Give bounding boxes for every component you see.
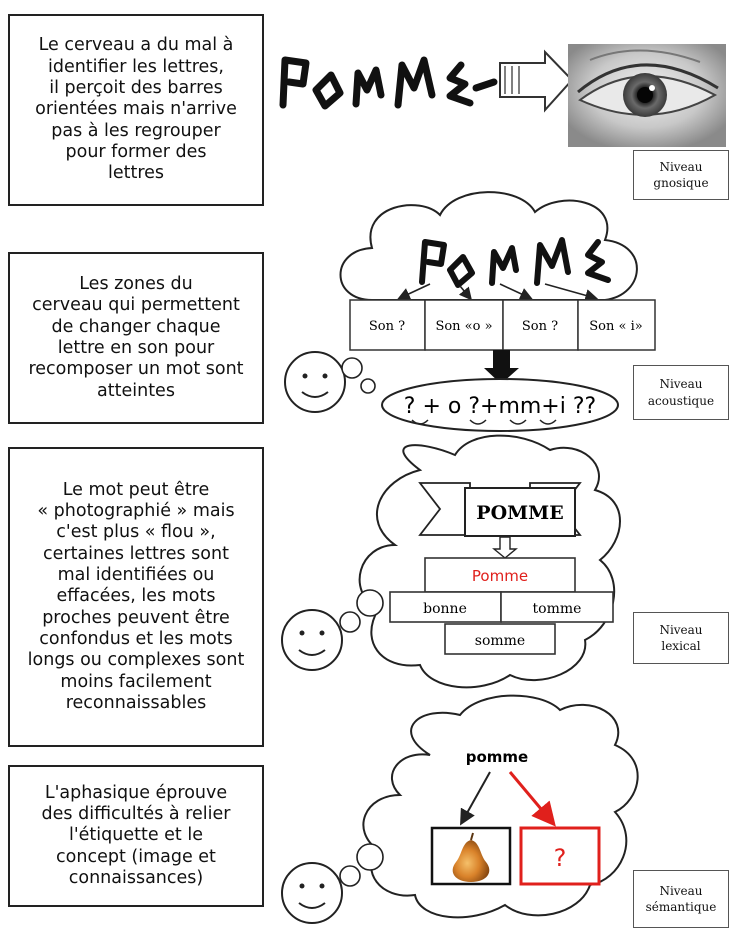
level-line: Niveau (659, 377, 703, 392)
level-label-acoustic: Niveau acoustique (633, 365, 729, 420)
level-line: sémantique (645, 900, 717, 914)
arrow-to-pear (460, 771, 491, 826)
desc-line: atteintes (97, 380, 175, 401)
desc-line: orientées mais n'arrive (35, 99, 237, 120)
desc-line: pas à les regrouper (51, 120, 221, 141)
desc-line: lettres (107, 163, 165, 184)
description-gnosic: Le cerveau a du mal à identifier les let… (8, 14, 264, 206)
broken-letters-pomme-small (419, 237, 611, 288)
desc-line: confondus et les mots (39, 629, 233, 650)
arrow-to-eye (499, 49, 574, 113)
smiley-face-lexical (281, 589, 384, 671)
smiley-face-acoustic (284, 351, 376, 413)
description-acoustic: Les zones du cerveau qui permettent de c… (8, 252, 264, 424)
desc-line: c'est plus « flou », (56, 522, 216, 543)
desc-line: Le cerveau a du mal à (38, 35, 234, 56)
desc-line: proches peuvent être (42, 607, 230, 628)
acoustic-result: ? + o ?+mm+i ?? (404, 394, 596, 419)
desc-line: effacées, les mots (56, 586, 216, 607)
desc-line: des difficultés à relier (41, 803, 231, 824)
sound-box-3: Son ? (522, 319, 558, 334)
sound-box-2: Son «o » (435, 319, 492, 334)
desc-line: moins facilement (60, 671, 212, 692)
level-label-lexical: Niveau lexical (633, 612, 729, 664)
target-word: Pomme (472, 567, 528, 585)
level-line: acoustique (647, 393, 715, 408)
neighbor-word-2: tomme (533, 601, 582, 617)
desc-line: cerveau qui permettent (32, 295, 240, 316)
desc-line: il perçoit des barres (49, 77, 223, 98)
desc-line: Le mot peut être (62, 479, 210, 500)
desc-line: connaissances) (68, 868, 204, 889)
sound-box-4: Son « i» (589, 319, 642, 334)
level-line: Niveau (659, 883, 703, 898)
level-label-gnosic: Niveau gnosique (633, 150, 729, 200)
smiley-face-semantic (281, 843, 384, 924)
desc-line: certaines lettres sont (43, 543, 229, 564)
level-line: lexical (661, 639, 701, 653)
desc-line: longs ou complexes sont (27, 650, 245, 671)
down-arrow (484, 350, 519, 384)
neighbor-word-3: somme (475, 633, 525, 649)
banner-word: POMME (476, 502, 563, 524)
desc-line: L'aphasique éprouve (44, 782, 228, 803)
sound-boxes: Son ? Son «o » Son ? Son « i» (349, 299, 656, 351)
desc-line: Les zones du (79, 273, 193, 294)
desc-line: recomposer un mot sont (28, 359, 244, 380)
level-line: Niveau (659, 159, 703, 174)
pear-picture (430, 826, 512, 886)
thought-cloud-acoustic (339, 191, 638, 301)
unknown-concept-mark: ? (554, 844, 567, 872)
speech-bubble-acoustic (381, 378, 619, 432)
desc-line: concept (image et (56, 846, 216, 867)
desc-line: identifier les lettres, (47, 56, 224, 77)
desc-line: pour former des (65, 142, 207, 163)
hollow-down-arrow (492, 536, 518, 559)
level-label-semantic: Niveau sémantique (633, 870, 729, 928)
level-line: Niveau (659, 622, 703, 637)
sound-box-1: Son ? (369, 319, 405, 334)
neighbor-word-1: bonne (423, 601, 467, 617)
description-lexical: Le mot peut être « photographié » mais c… (8, 447, 264, 747)
desc-line: lettre en son pour (57, 338, 215, 358)
desc-line: de changer chaque (51, 316, 221, 337)
broken-letters-pomme (279, 56, 498, 110)
unknown-concept-box (519, 826, 601, 886)
desc-line: l'étiquette et le (68, 825, 203, 846)
desc-line: mal identifiées ou (57, 564, 215, 585)
semantic-label: pomme (466, 748, 528, 766)
arrow-to-unknown (508, 771, 556, 827)
desc-line: « photographié » mais (37, 500, 235, 521)
desc-line: reconnaissables (65, 693, 207, 714)
word-banner: POMME (418, 482, 582, 537)
description-semantic: L'aphasique éprouve des difficultés à re… (8, 765, 264, 907)
eye-picture (568, 44, 726, 147)
level-line: gnosique (653, 176, 709, 190)
